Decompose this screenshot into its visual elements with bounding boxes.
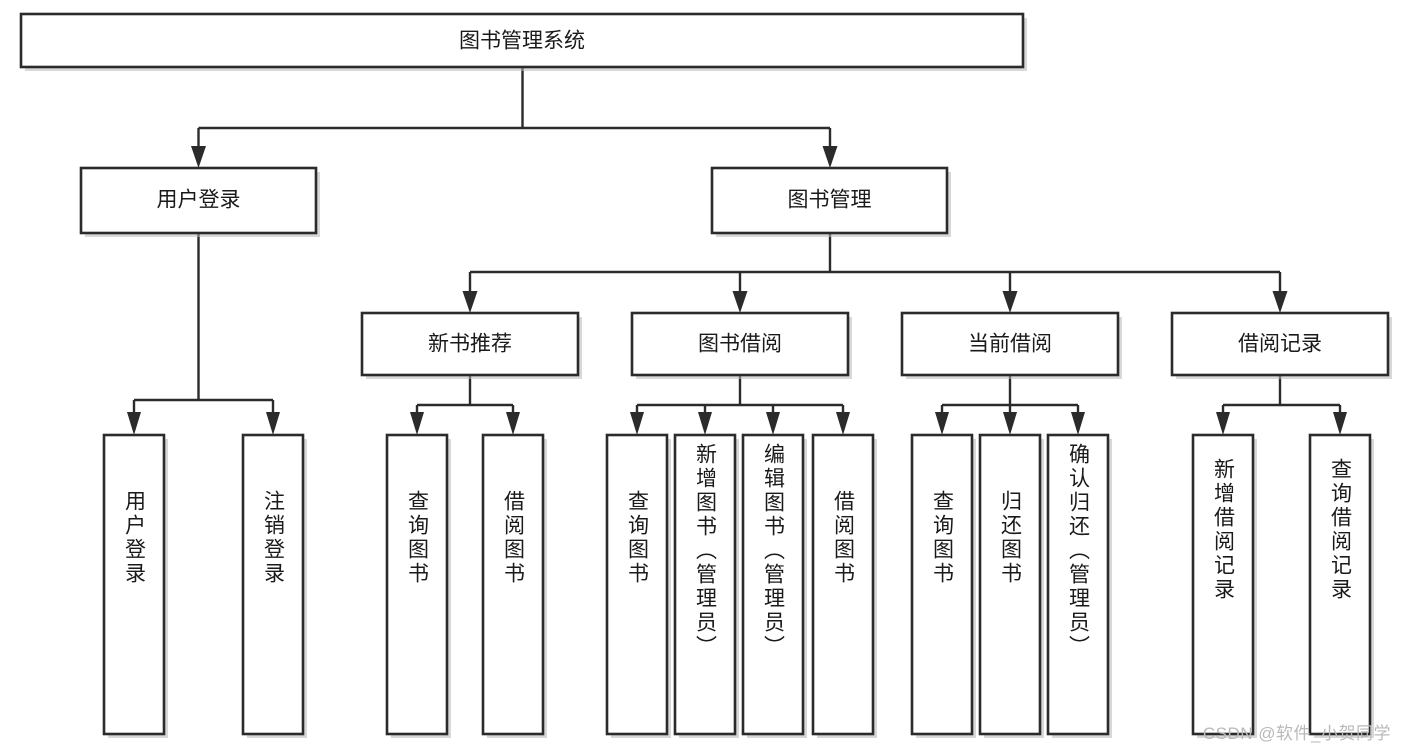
connector-group [127,67,1347,435]
leaf-rect-borrow-record-2[interactable] [1308,433,1372,736]
arrow-book-borrow [732,291,748,313]
leaf-rect-book-borrow-2[interactable] [673,433,737,736]
leaf-rect-book-borrow-4[interactable] [811,433,875,736]
arrow-book-manage [822,146,838,168]
leaf-rect-current-borrow-1[interactable] [910,433,974,736]
leaf-rect-current-borrow-2[interactable] [978,433,1042,736]
arrow-leaf-user-login-2 [266,412,280,435]
leaf-rect-user-login-1[interactable] [102,433,166,736]
arrow-borrow-record [1272,291,1288,313]
book-manage-rect[interactable] [710,166,949,235]
arrow-leaf-borrow-record-2 [1333,412,1347,435]
arrow-leaf-book-borrow-2 [698,412,712,435]
book-borrow-rect[interactable] [630,311,850,377]
leaf-rect-new-book-2[interactable] [481,433,545,736]
arrow-current-borrow [1002,291,1018,313]
user-login-label: 用户登录 [157,189,241,212]
arrow-new-book [462,291,478,313]
node-book-borrow[interactable]: 图书借阅 [630,311,852,379]
leaf-rect-user-login-2[interactable] [241,433,305,736]
new-book-label: 新书推荐 [428,333,512,356]
arrow-leaf-current-borrow-3 [1071,412,1085,435]
arrow-leaf-new-book-2 [506,412,520,435]
node-user-login[interactable]: 用户登录 [79,166,320,237]
leaf-rect-borrow-record-1[interactable] [1191,433,1255,736]
new-book-rect[interactable] [360,311,580,377]
current-borrow-label: 当前借阅 [968,333,1052,356]
borrow-record-label: 借阅记录 [1238,333,1322,356]
arrow-leaf-book-borrow-1 [630,412,644,435]
arrow-leaf-book-borrow-4 [836,412,850,435]
arrow-leaf-current-borrow-1 [935,412,949,435]
current-borrow-rect[interactable] [900,311,1120,377]
leaf-rect-book-borrow-3[interactable] [741,433,805,736]
root-label: 图书管理系统 [459,30,585,53]
node-borrow-record[interactable]: 借阅记录 [1170,311,1392,379]
leaf-rect-group [102,433,1374,738]
arrow-leaf-current-borrow-2 [1003,412,1017,435]
leaf-rect-new-book-1[interactable] [385,433,449,736]
arrow-leaf-book-borrow-3 [766,412,780,435]
csdn-watermark: CSDN @软件_小贺同学 [1202,724,1391,743]
book-manage-label: 图书管理 [788,189,872,212]
node-new-book-recommend[interactable]: 新书推荐 [360,311,582,379]
node-current-borrow[interactable]: 当前借阅 [900,311,1122,379]
borrow-record-rect[interactable] [1170,311,1390,377]
arrow-user-login [191,146,206,168]
root-rect[interactable] [19,12,1025,69]
user-login-rect[interactable] [79,166,318,235]
node-book-manage[interactable]: 图书管理 [710,166,951,237]
arrow-leaf-user-login-1 [127,412,141,435]
arrow-leaf-new-book-1 [410,412,424,435]
book-borrow-label: 图书借阅 [698,333,782,356]
leaf-rect-current-borrow-3[interactable] [1046,433,1110,736]
leaf-rect-book-borrow-1[interactable] [605,433,669,736]
node-root[interactable]: 图书管理系统 [19,12,1027,71]
arrow-leaf-borrow-record-1 [1216,412,1230,435]
